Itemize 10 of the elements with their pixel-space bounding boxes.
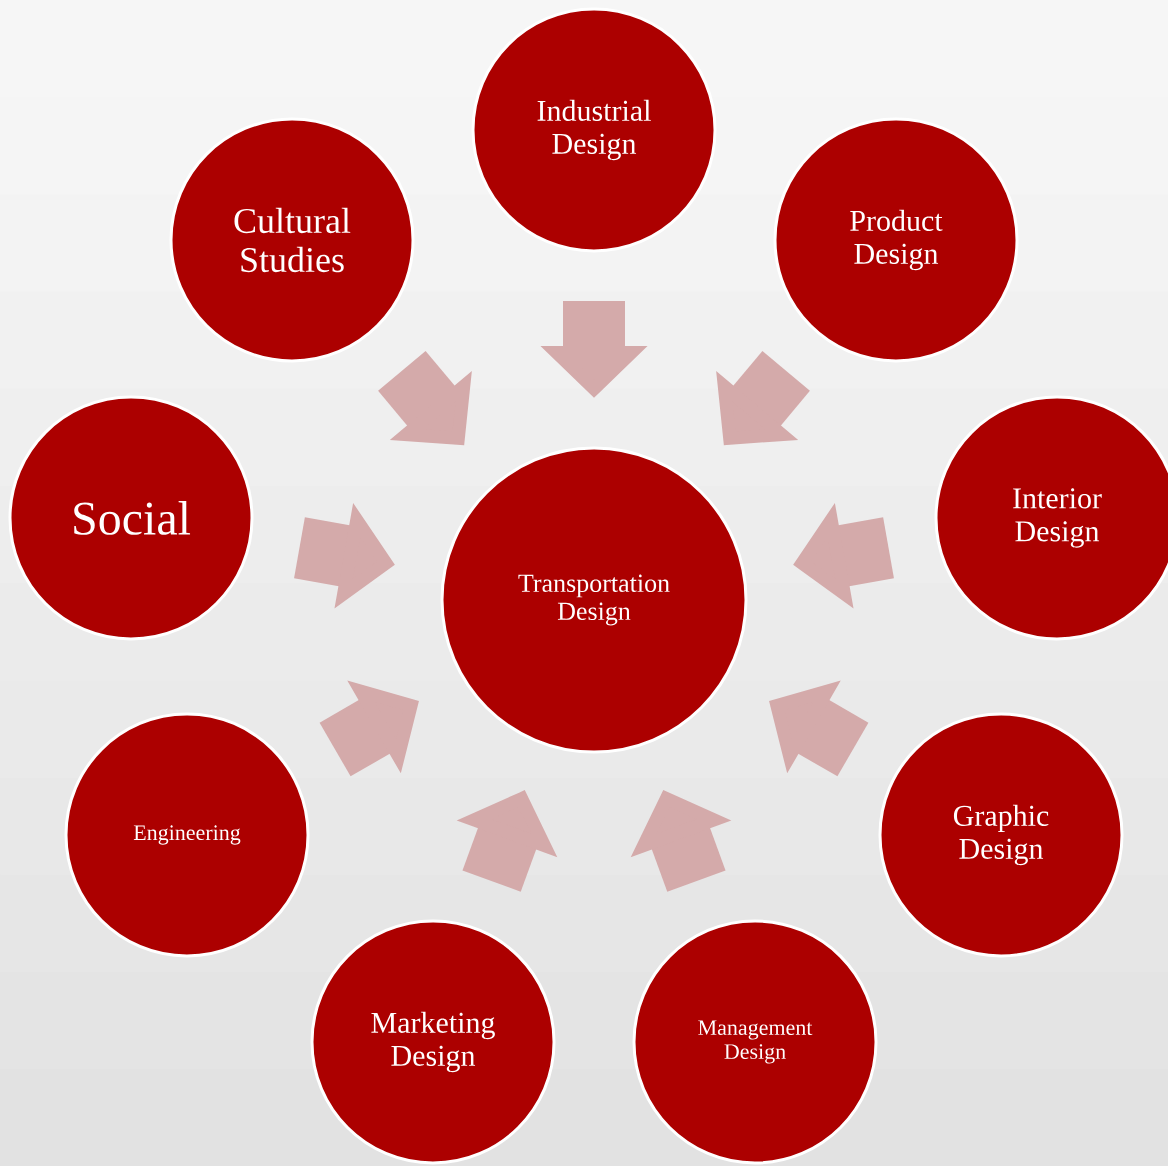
circle-node: Management Design: [632, 919, 878, 1165]
circle-node: Product Design: [773, 117, 1019, 363]
circle-node: Social: [8, 395, 254, 641]
circle-node: Graphic Design: [878, 712, 1124, 958]
circle-node: Interior Design: [934, 395, 1168, 641]
circle-node: Engineering: [64, 712, 310, 958]
circle-node: Cultural Studies: [169, 117, 415, 363]
circle-node: Marketing Design: [310, 919, 556, 1165]
circle-node: Transportation Design: [440, 446, 748, 754]
circle-node: Industrial Design: [471, 7, 717, 253]
